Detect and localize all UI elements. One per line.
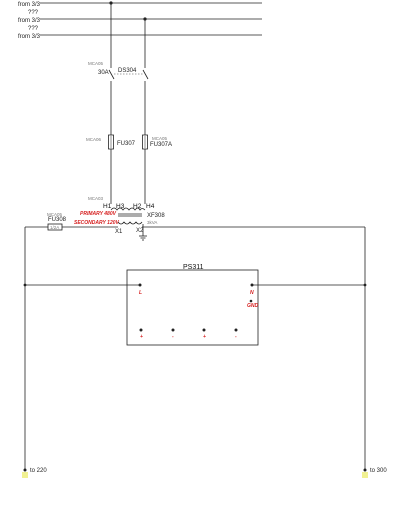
terminal-h3: H3 [116,203,125,210]
marker-yellow [22,472,28,478]
bus-labels: from 3/3 ??? from 3/3 ??? from 3/3 [18,2,41,40]
power-supply-designation: PS311 [183,264,204,271]
input-n-label: N [250,290,254,296]
fuse-secondary: MCA05 FU308 1/2A [47,212,67,231]
fuse-left-designation: FU307 [117,141,136,147]
terminal-h4: H4 [146,203,155,210]
fuse-secondary-rating: 1/2A [50,225,59,230]
output-1-label: + [140,334,143,340]
control-transformer: MCA03 H1 H3 H2 H4 PRIMARY 480V SECONDARY… [74,196,165,241]
output-3-label: + [203,334,206,340]
output-4-label: - [235,334,237,340]
fuse-left: MCA06 FU307 [86,134,136,150]
terminal-out-4 [234,328,238,332]
marker-yellow [362,472,368,478]
output-2-label: - [172,334,174,340]
secondary-voltage-label: SECONDARY 120V [74,220,119,226]
bus-label-1: from 3/3 [18,2,41,8]
terminal-h1: H1 [103,203,112,210]
terminal-l [138,283,142,287]
transformer-kva: 3kVA [147,220,157,225]
switch-tag: MCA05 [88,61,104,66]
input-l-label: L [139,290,142,296]
terminal-h2: H2 [133,203,142,210]
fuse-left-tag: MCA06 [86,137,102,142]
off-page-right-label: to 300 [370,468,387,474]
bus-label-5: from 3/3 [18,34,41,40]
bus-lines [40,2,262,36]
junction-dot [363,283,367,287]
switch-rating: 30A [98,70,109,76]
switch-designation: DS304 [118,68,137,74]
fuse-right-designation: FU307A [150,142,172,148]
primary-voltage-label: PRIMARY 480V [80,211,117,217]
terminal-out-3 [202,328,206,332]
fuse-right: MCA05 FU307A [142,134,172,150]
transformer-tag: MCA03 [88,196,104,201]
off-page-left-label: to 220 [30,468,47,474]
fuse-secondary-tag: MCA05 [47,212,63,217]
bus-label-2: ??? [28,10,39,16]
gnd-label: GND [247,303,259,309]
transformer-designation: XF308 [147,213,165,219]
terminal-gnd [249,299,253,303]
bus-label-3: from 3/3 [18,18,41,24]
disconnect-switch: MCA05 DS304 30A [88,61,149,135]
off-page-left: to 220 [22,468,47,478]
fuse-right-tag: MCA05 [152,136,168,141]
terminal-x2: X2 [136,228,144,234]
terminal-n [250,283,254,287]
terminal-out-2 [171,328,175,332]
terminal-x1: X1 [115,229,123,235]
off-page-right: to 300 [362,468,387,478]
fuse-secondary-designation: FU308 [48,217,67,223]
terminal-out-1 [139,328,143,332]
bus-label-4: ??? [28,26,39,32]
junction-dot [23,283,27,287]
power-supply: PS311 L N GND + - + - [23,264,367,346]
